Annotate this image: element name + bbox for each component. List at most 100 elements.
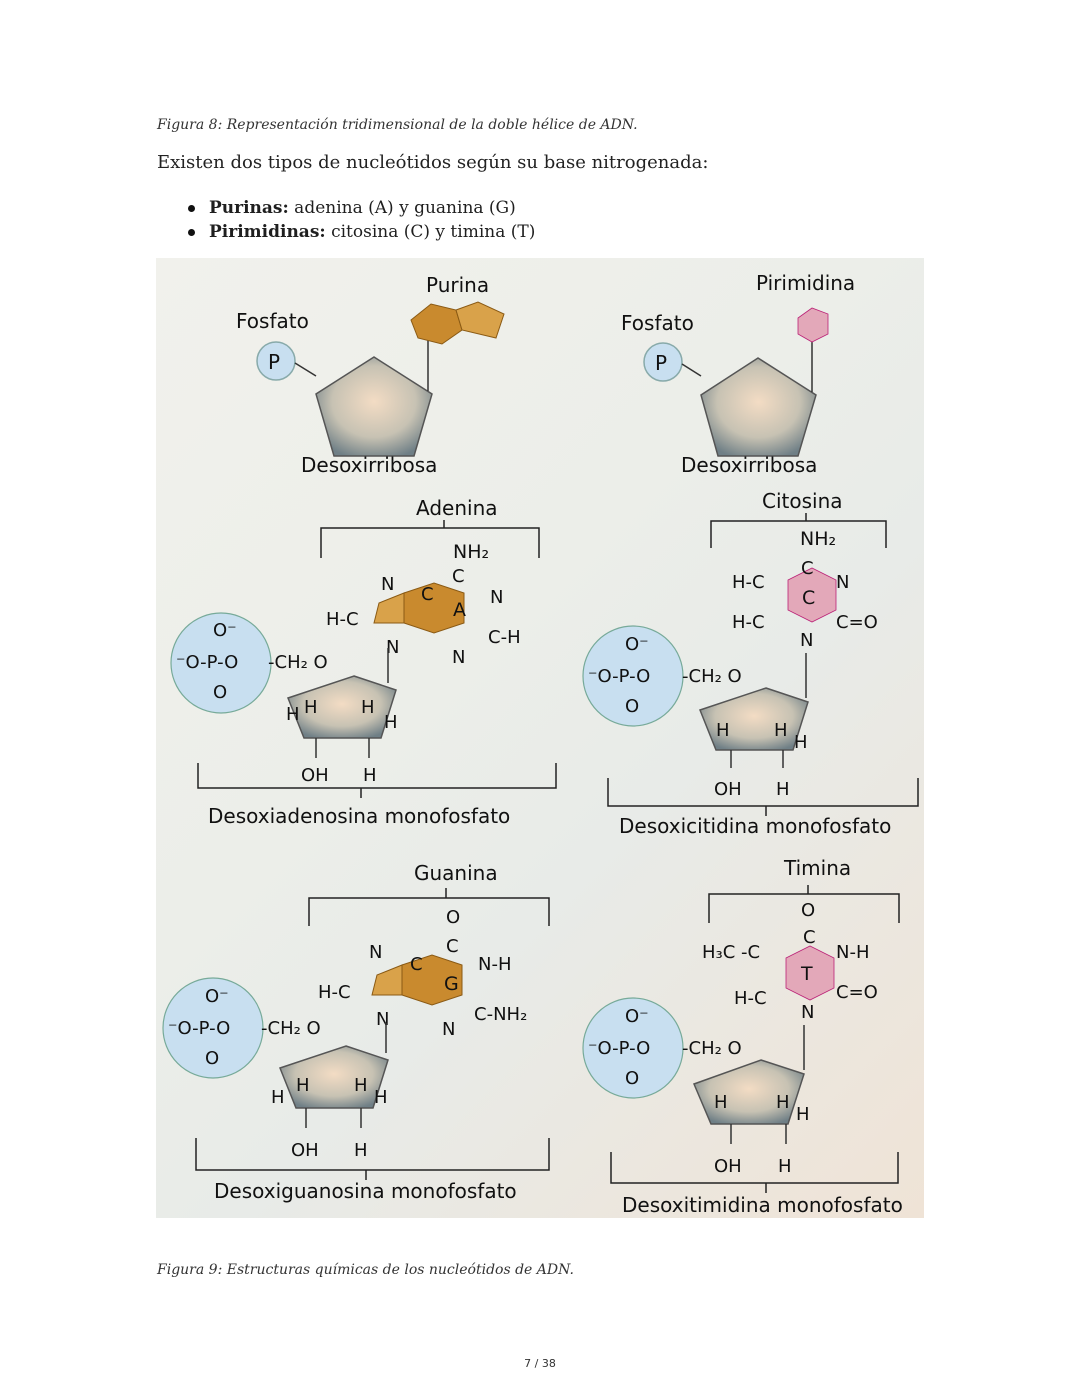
- bracket: [607, 778, 919, 807]
- phosphate-group: [162, 977, 264, 1079]
- atom-n: N: [369, 942, 382, 963]
- atom-o: O: [625, 696, 639, 717]
- fosfato-label: Fosfato: [621, 311, 694, 335]
- nucleotide-structures-figure: Purina Fosfato P Desoxirribosa Pirimidin…: [156, 258, 924, 1218]
- pirimidina-label: Pirimidina: [756, 271, 855, 295]
- purina-label: Purina: [426, 273, 489, 297]
- purine-hexagon: [410, 303, 463, 345]
- amino-group: NH₂: [800, 528, 836, 550]
- bracket: [708, 893, 900, 923]
- bracket: [320, 527, 540, 558]
- atom-n: N: [452, 647, 465, 668]
- dgmp-label: Desoxiguanosina monofosfato: [214, 1179, 517, 1203]
- atom-ch: C-H: [488, 627, 521, 648]
- bond-line: [294, 362, 317, 377]
- base-letter: G: [444, 973, 459, 995]
- bullet-term: Purinas:: [209, 198, 289, 218]
- page-number: 7 / 38: [524, 1357, 556, 1370]
- atom-hc: H-C: [734, 988, 767, 1009]
- atom-h: H: [716, 720, 730, 741]
- atom-h: H: [776, 1092, 790, 1113]
- atom-h: H: [776, 779, 790, 800]
- dtmp-label: Desoxitimidina monofosfato: [622, 1193, 903, 1217]
- atom-n: N: [800, 630, 813, 651]
- atom-o-minus: O⁻: [213, 620, 237, 641]
- phosphate-group: [170, 612, 272, 714]
- atom-o: O: [801, 900, 815, 921]
- atom-o: O: [213, 682, 227, 703]
- deoxyribose-ring: [699, 687, 809, 751]
- bracket: [197, 763, 557, 789]
- bond-line: [681, 363, 702, 377]
- deoxyribose-ring: [692, 1059, 805, 1125]
- damp-label: Desoxiadenosina monofosfato: [208, 804, 510, 828]
- phosphate-circle: [643, 342, 683, 382]
- atom-h: H: [361, 697, 375, 718]
- amino-group: C-NH₂: [474, 1004, 527, 1025]
- atom-h: H: [374, 1087, 388, 1108]
- ch2-group: -CH₂ O: [682, 666, 742, 687]
- imidazole-ring: [371, 964, 403, 996]
- bracket: [610, 1152, 899, 1184]
- atom-n: N: [376, 1009, 389, 1030]
- bracket: [308, 897, 550, 926]
- desoxirribosa-label: Desoxirribosa: [681, 453, 817, 477]
- atom-h: H: [271, 1087, 285, 1108]
- pyrimidine-ring: [785, 945, 835, 1001]
- methyl-group: H₃C -C: [702, 942, 760, 963]
- phosphate-group: [582, 625, 684, 727]
- atom-h: H: [354, 1140, 368, 1161]
- atom-o-minus: O⁻: [625, 634, 649, 655]
- atom-nh: N-H: [836, 942, 870, 963]
- phosphate-row: ⁻O-P-O: [588, 666, 650, 687]
- carbonyl-group: C=O: [836, 612, 878, 633]
- ch2-group: -CH₂ O: [268, 652, 328, 673]
- pyrimidine-hexagon: [797, 307, 829, 343]
- atom-h: H: [714, 1092, 728, 1113]
- atom-c: C: [801, 558, 814, 579]
- dcmp-label: Desoxicitidina monofosfato: [619, 814, 891, 838]
- purine-pentagon: [455, 301, 505, 339]
- atom-n: N: [442, 1019, 455, 1040]
- hydroxyl-group: OH: [714, 779, 742, 800]
- list-item-pirimidinas: Pirimidinas: citosina (C) y timina (T): [188, 220, 535, 244]
- deoxyribose-pentagon: [700, 357, 817, 457]
- deoxyribose-pentagon: [315, 356, 433, 457]
- atom-h: H: [794, 732, 808, 753]
- deoxyribose-ring: [287, 675, 397, 739]
- adenina-label: Adenina: [416, 496, 498, 520]
- atom-c: C: [452, 566, 465, 587]
- bullet-text: citosina (C) y timina (T): [325, 222, 536, 242]
- bullet-term: Pirimidinas:: [209, 222, 326, 242]
- guanina-label: Guanina: [414, 861, 498, 885]
- timina-label: Timina: [783, 856, 851, 880]
- atom-hc: H-C: [732, 572, 765, 593]
- intro-paragraph: Existen dos tipos de nucleótidos según s…: [157, 152, 709, 173]
- dTMP-structure: Timina O T H₃C -C C N-H H-C C=O N O⁻ ⁻O-…: [582, 856, 903, 1217]
- atom-hc: H-C: [732, 612, 765, 633]
- fosfato-label: Fosfato: [236, 309, 309, 333]
- atom-o-minus: O⁻: [625, 1006, 649, 1027]
- desoxirribosa-label: Desoxirribosa: [301, 453, 437, 477]
- hydroxyl-group: OH: [714, 1156, 742, 1177]
- dCMP-structure: Citosina NH₂ C H-C C N H-C C=O N O⁻ ⁻O-P…: [582, 489, 919, 838]
- atom-o-minus: O⁻: [205, 986, 229, 1007]
- base-letter: A: [453, 599, 466, 621]
- atom-h: H: [286, 704, 300, 725]
- atom-n: N: [490, 587, 503, 608]
- atom-hc: H-C: [326, 609, 359, 630]
- amino-group: NH₂: [453, 541, 489, 563]
- atom-o: O: [205, 1048, 219, 1069]
- list-item-purinas: Purinas: adenina (A) y guanina (G): [188, 196, 535, 220]
- phosphate-letter: P: [655, 351, 667, 375]
- phosphate-letter: P: [268, 350, 280, 374]
- base-letter: T: [800, 963, 813, 985]
- atom-n: N: [381, 574, 394, 595]
- atom-h: H: [296, 1075, 310, 1096]
- atom-h: H: [384, 712, 398, 733]
- phosphate-row: ⁻O-P-O: [176, 652, 238, 673]
- purine-nucleotide-scheme: Purina Fosfato P Desoxirribosa: [236, 273, 505, 477]
- atom-n: N: [801, 1002, 814, 1023]
- citosina-label: Citosina: [762, 489, 843, 513]
- ch2-group: -CH₂ O: [261, 1018, 321, 1039]
